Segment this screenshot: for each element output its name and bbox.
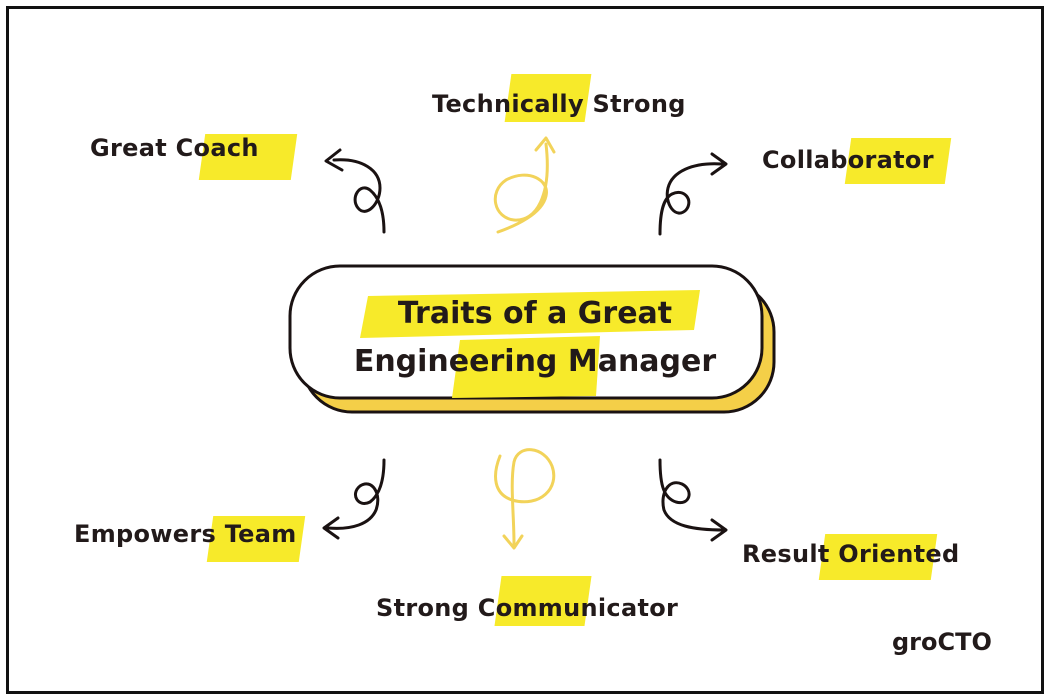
trait-technically-strong: Technically Strong <box>432 74 686 122</box>
arrow-result-oriented <box>658 458 726 532</box>
trait-great-coach: Great Coach <box>90 134 298 180</box>
arrow-collaborator <box>658 162 724 236</box>
arrow-strong-communicator <box>494 448 556 546</box>
title-line-2: Engineering Manager <box>353 344 717 379</box>
arrow-technically-strong <box>493 142 549 234</box>
trait-strong-communicator: Strong Communicator <box>376 576 678 626</box>
trait-empowers-team: Empowers Team <box>74 516 306 562</box>
arrowhead-collaborator <box>710 152 728 176</box>
diagram-title: Traits of a Great Engineering Manager <box>300 290 770 386</box>
arrow-empowers-team <box>326 458 386 530</box>
arrowhead-empowers-team <box>322 516 340 540</box>
title-highlight-2 <box>452 336 600 398</box>
brand-logo-text: groCTO <box>892 628 992 656</box>
arrowhead-result-oriented <box>710 518 728 542</box>
title-highlight-1 <box>360 290 700 338</box>
arrow-great-coach <box>332 158 386 234</box>
arrowhead-technically-strong <box>534 136 556 154</box>
trait-collaborator: Collaborator <box>762 138 952 184</box>
trait-result-oriented: Result Oriented <box>742 534 959 580</box>
title-line-1: Traits of a Great <box>397 296 673 331</box>
arrowhead-great-coach <box>324 148 344 172</box>
arrowhead-strong-communicator <box>502 534 524 550</box>
